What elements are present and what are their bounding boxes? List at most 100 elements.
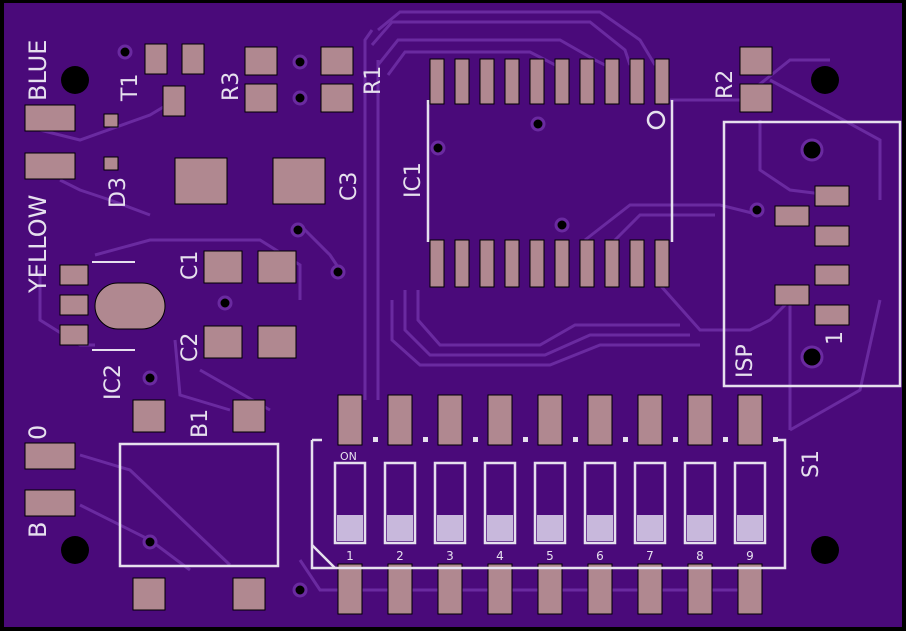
label-r1: R1	[361, 66, 386, 95]
ic1-pad-top	[554, 58, 570, 105]
s1-pad-bottom	[587, 563, 613, 615]
s1-pad-top	[387, 394, 413, 446]
s1-switch-number: 6	[596, 549, 604, 563]
s1-pad-top	[637, 394, 663, 446]
s1-dot	[673, 437, 678, 442]
ic1-pad-top	[604, 58, 620, 105]
vias	[117, 44, 824, 598]
s1-pads	[337, 394, 763, 615]
label-zero: 0	[24, 425, 52, 440]
pad-yellow	[24, 152, 76, 180]
ic1-pad-top	[454, 58, 470, 105]
s1-dot	[473, 437, 478, 442]
label-ic2: IC2	[101, 364, 126, 400]
label-on: ON	[340, 450, 357, 463]
mounting-hole-top-left	[61, 66, 89, 94]
s1-dot	[723, 437, 728, 442]
s1-switch-outline	[483, 461, 517, 545]
s1-pad-top	[537, 394, 563, 446]
labels: BLUE YELLOW T1 D3 R3 R1 R2 C3 C1 C2 IC1 …	[24, 40, 848, 538]
s1-pad-bottom	[337, 563, 363, 615]
s1-switch-outline	[633, 461, 667, 545]
s1-switch-outline	[433, 461, 467, 545]
mounting-hole-bottom-left	[61, 536, 89, 564]
s1-pad-bottom	[737, 563, 763, 615]
s1-switch-knob	[487, 515, 513, 541]
s1-dot	[623, 437, 628, 442]
s1-switch-outline	[683, 461, 717, 545]
s1-switch-number: 9	[746, 549, 754, 563]
ic1-pad-bottom	[429, 239, 445, 288]
s1-switch-outline	[583, 461, 617, 545]
pads	[24, 43, 850, 611]
s1-pad-bottom	[687, 563, 713, 615]
label-blue: BLUE	[24, 40, 52, 101]
label-c3: C3	[337, 172, 362, 201]
s1-dots	[373, 437, 778, 442]
ic1-pad-top	[629, 58, 645, 105]
s1-switch-outline	[383, 461, 417, 545]
label-c2: C2	[178, 333, 203, 362]
ic2-crystal	[94, 282, 166, 330]
s1-pad-bottom	[537, 563, 563, 615]
ic1-pad-bottom	[504, 239, 520, 288]
label-s1: S1	[799, 450, 824, 478]
ic1-pad-top	[654, 58, 670, 105]
s1-switch-number: 3	[446, 549, 454, 563]
s1-switch-knob	[337, 515, 363, 541]
label-r2: R2	[713, 70, 738, 99]
traces	[38, 10, 882, 592]
ic1-pads	[429, 58, 670, 288]
label-c1: C1	[178, 251, 203, 280]
s1-pad-bottom	[437, 563, 463, 615]
label-r3: R3	[219, 72, 244, 101]
ic1-pad-top	[429, 58, 445, 105]
mounting-hole-top-right	[811, 66, 839, 94]
s1-pad-bottom	[487, 563, 513, 615]
mounting-holes	[61, 66, 839, 564]
ic1-pad-top	[479, 58, 495, 105]
s1-pad-top	[487, 394, 513, 446]
s1-switch-outline	[533, 461, 567, 545]
label-t1: T1	[118, 74, 143, 102]
s1-switch-number: 8	[696, 549, 704, 563]
ic1-pad-top	[579, 58, 595, 105]
s1-dot	[773, 437, 778, 442]
label-isp: ISP	[733, 344, 758, 378]
s1-switch-number: 4	[496, 549, 504, 563]
s1-dot	[573, 437, 578, 442]
label-d3: D3	[106, 177, 131, 208]
s1-pad-bottom	[387, 563, 413, 615]
s1-switch-knob	[737, 515, 763, 541]
s1-dot	[373, 437, 378, 442]
label-isp-pin1: 1	[823, 331, 848, 345]
s1-switch-knob	[387, 515, 413, 541]
ic1-pad-top	[504, 58, 520, 105]
label-b: B	[24, 522, 52, 538]
s1-pad-top	[587, 394, 613, 446]
s1-switch-knob	[637, 515, 663, 541]
s1-switch-outline	[333, 461, 367, 545]
s1-switch-number: 7	[646, 549, 654, 563]
ic1-pad-bottom	[554, 239, 570, 288]
s1-dot	[423, 437, 428, 442]
s1-pad-top	[737, 394, 763, 446]
ic1-pad-bottom	[529, 239, 545, 288]
s1-switch-knob	[587, 515, 613, 541]
s1-pad-top	[337, 394, 363, 446]
s1-switch-knob	[537, 515, 563, 541]
ic1-pad-bottom	[479, 239, 495, 288]
ic1-pad-bottom	[604, 239, 620, 288]
s1-pad-bottom	[637, 563, 663, 615]
s1-switch-number: 5	[546, 549, 554, 563]
ic1-pad-top	[529, 58, 545, 105]
s1-dot	[523, 437, 528, 442]
ic1-pad-bottom	[579, 239, 595, 288]
label-yellow: YELLOW	[24, 195, 52, 294]
s1-pad-top	[687, 394, 713, 446]
s1-switch-number: 2	[396, 549, 404, 563]
mounting-hole-bottom-right	[811, 536, 839, 564]
label-b1: B1	[188, 409, 213, 438]
